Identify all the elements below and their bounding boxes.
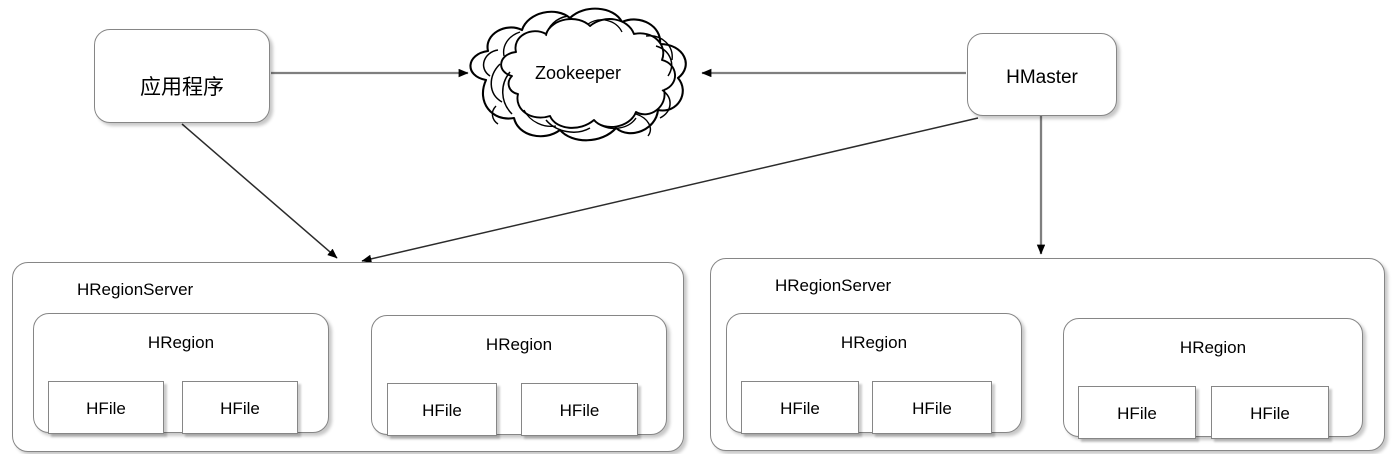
zookeeper-cloud-shape[interactable]	[450, 2, 706, 148]
hfile-3-label: HFile	[422, 401, 462, 420]
connector-application-to-region-server-1	[181, 123, 338, 259]
hfile-5-label: HFile	[780, 399, 820, 418]
hfile-1-label: HFile	[86, 399, 126, 418]
region-1-label: HRegion	[147, 333, 215, 352]
hmaster-node[interactable]: HMaster	[967, 33, 1117, 116]
region-3-label: HRegion	[840, 333, 908, 352]
hfile-7-label: HFile	[1117, 404, 1157, 423]
hfile-3[interactable]: HFile	[387, 383, 497, 436]
hfile-5[interactable]: HFile	[741, 381, 859, 434]
hfile-4-label: HFile	[559, 401, 600, 420]
hfile-8[interactable]: HFile	[1211, 386, 1329, 439]
region-4-label: HRegion	[1179, 338, 1247, 357]
zookeeper-label: Zookeeper	[534, 63, 622, 83]
hfile-7[interactable]: HFile	[1078, 386, 1196, 439]
hfile-2[interactable]: HFile	[182, 381, 298, 434]
region-2-label: HRegion	[485, 335, 553, 354]
hfile-1[interactable]: HFile	[48, 381, 164, 434]
region-server-1-label: HRegionServer	[77, 280, 194, 299]
hfile-2-label: HFile	[220, 399, 260, 418]
hfile-6[interactable]: HFile	[872, 381, 992, 434]
region-server-2-label: HRegionServer	[775, 276, 892, 295]
hfile-6-label: HFile	[912, 399, 952, 418]
hfile-8-label: HFile	[1250, 404, 1290, 423]
application-label: 应用程序	[140, 76, 224, 99]
hfile-4[interactable]: HFile	[521, 383, 638, 436]
hmaster-label: HMaster	[1006, 67, 1078, 88]
application-node[interactable]: 应用程序	[94, 29, 270, 123]
